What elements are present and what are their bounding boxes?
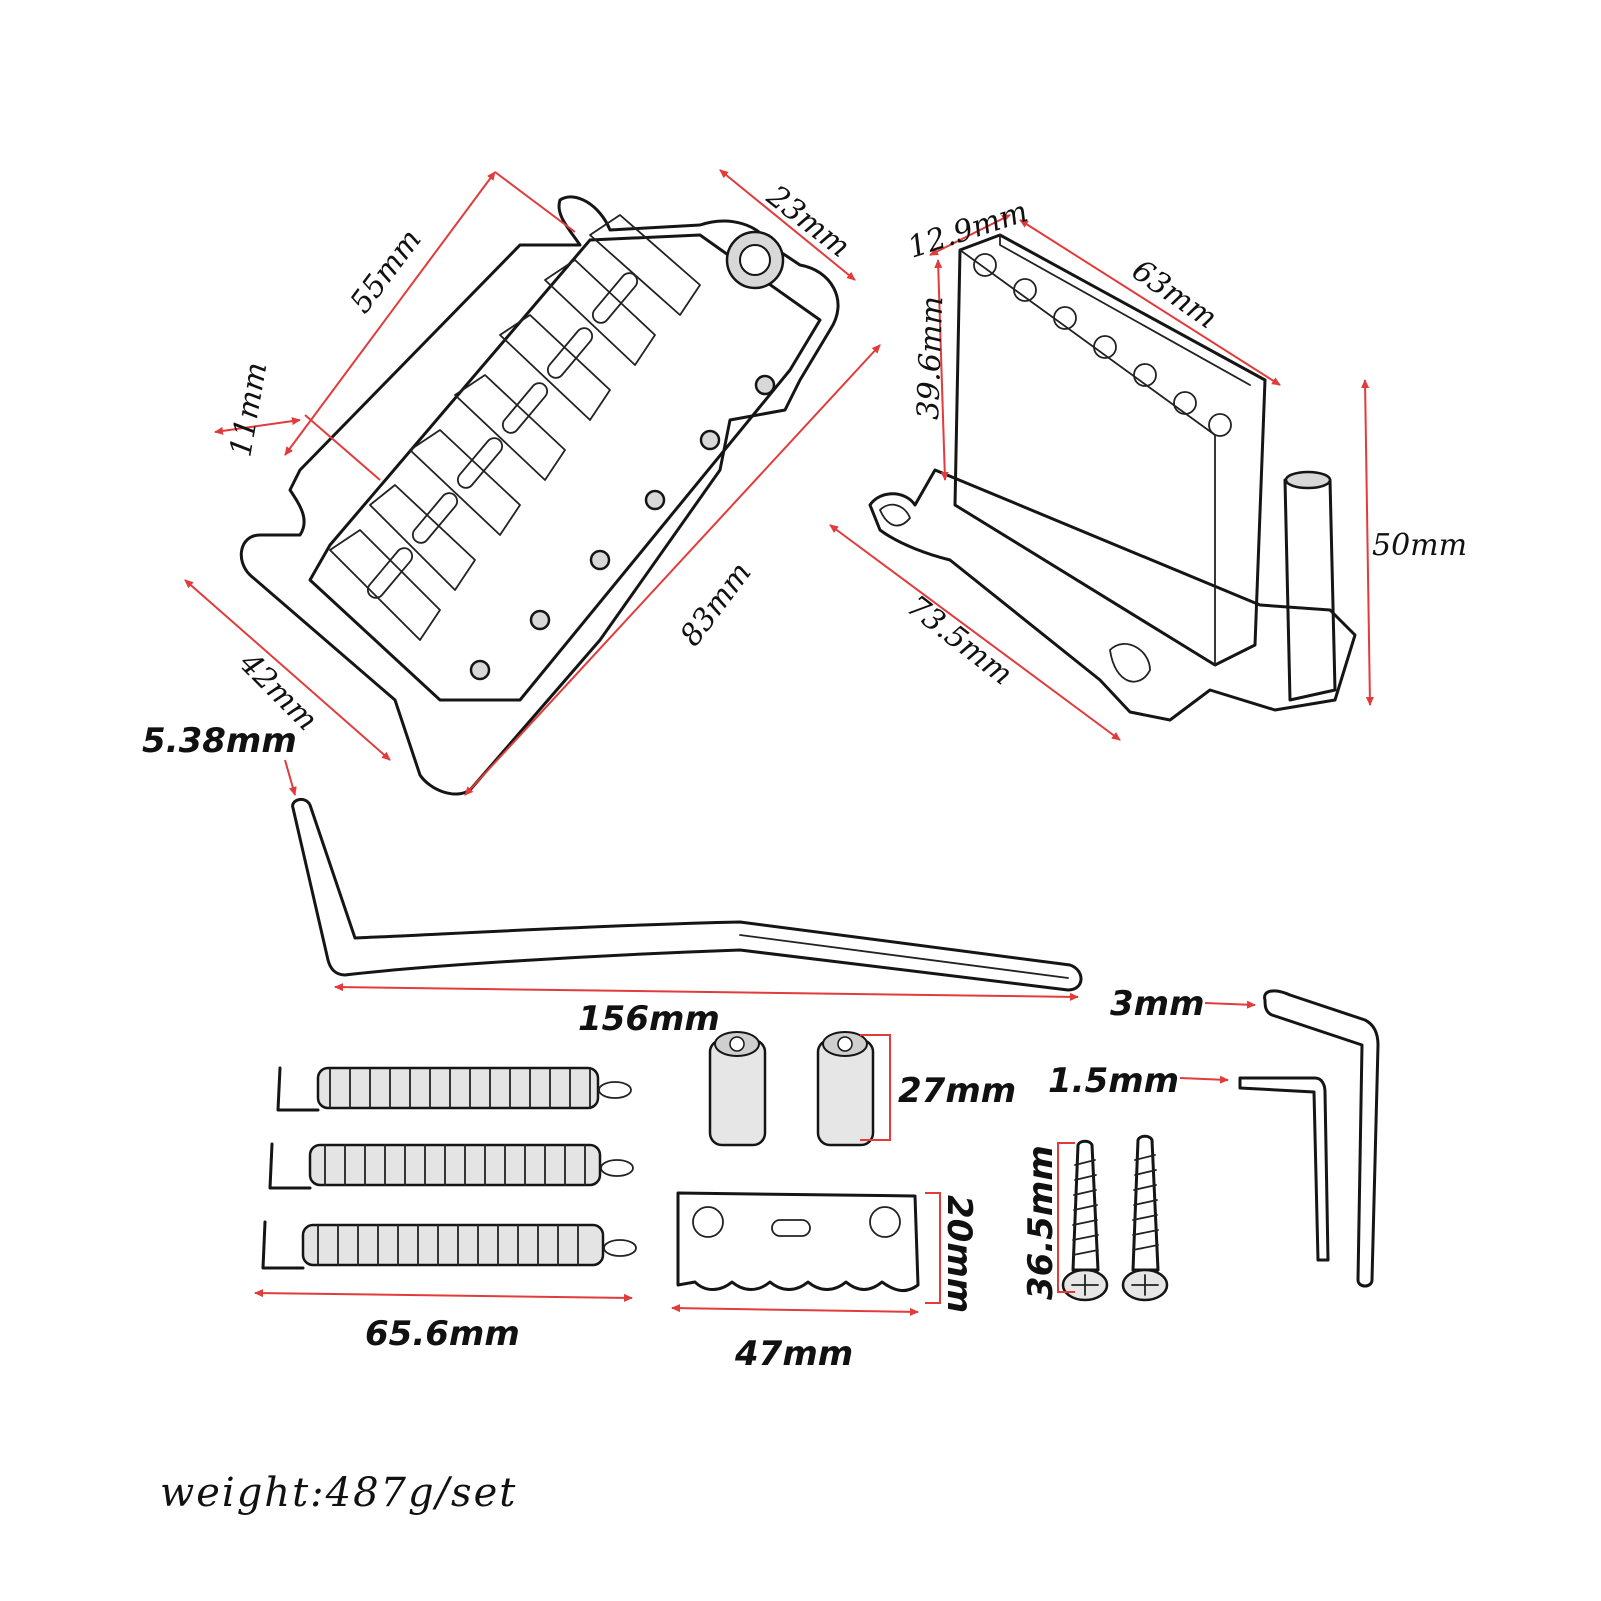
hex-key-small: [1238, 1076, 1330, 1262]
bridge-illustration: [239, 195, 840, 796]
dim-claw-height: 20mm: [939, 1195, 979, 1313]
dim-string-spacing: 11mm: [223, 360, 274, 460]
arm-diameter-pointer: [284, 759, 297, 796]
springs-illustration: [261, 1066, 637, 1270]
weight-label: weight:487g/set: [160, 1470, 518, 1516]
dim-block-plate-length: 73.5mm: [900, 589, 1019, 693]
block-string-holes: [973, 253, 1232, 437]
claw-width-line: [671, 1304, 919, 1316]
spring: [276, 1066, 632, 1112]
screw: [1121, 1134, 1169, 1302]
block-dimension-lines: [829, 214, 1374, 741]
bushing: [816, 1031, 875, 1147]
hex-key-large: [1263, 989, 1380, 1288]
spring: [261, 1220, 637, 1270]
dim-hex-key-small: 1.5mm: [1048, 1061, 1179, 1101]
bushing: [708, 1031, 767, 1147]
arm-length-line: [334, 983, 1079, 1001]
screw: [1061, 1139, 1109, 1302]
spring-claw-illustration: [676, 1191, 920, 1293]
spring-length-line: [254, 1289, 633, 1302]
dim-arm-length: 156mm: [578, 999, 720, 1039]
dim-arm-diameter: 5.38mm: [142, 721, 297, 761]
tremolo-arm-illustration: [291, 797, 1083, 992]
dim-block-height: 39.6mm: [911, 295, 950, 420]
hex-keys-illustration: [1238, 989, 1380, 1288]
bridge-dimension-lines: [184, 169, 881, 796]
dim-spring-length: 65.6mm: [365, 1314, 520, 1354]
dim-block-total-height: 50mm: [1372, 528, 1467, 563]
dim-hex-key-large: 3mm: [1110, 984, 1205, 1024]
dim-bushing-height: 27mm: [898, 1071, 1016, 1111]
bushings-illustration: [708, 1031, 875, 1147]
dim-bridge-width: 83mm: [673, 556, 758, 653]
screws-illustration: [1061, 1134, 1169, 1302]
dim-screw-length: 36.5mm: [1021, 1145, 1061, 1300]
dim-claw-width: 47mm: [734, 1334, 853, 1374]
dim-bridge-length: 55mm: [343, 223, 428, 320]
spring: [268, 1142, 634, 1190]
